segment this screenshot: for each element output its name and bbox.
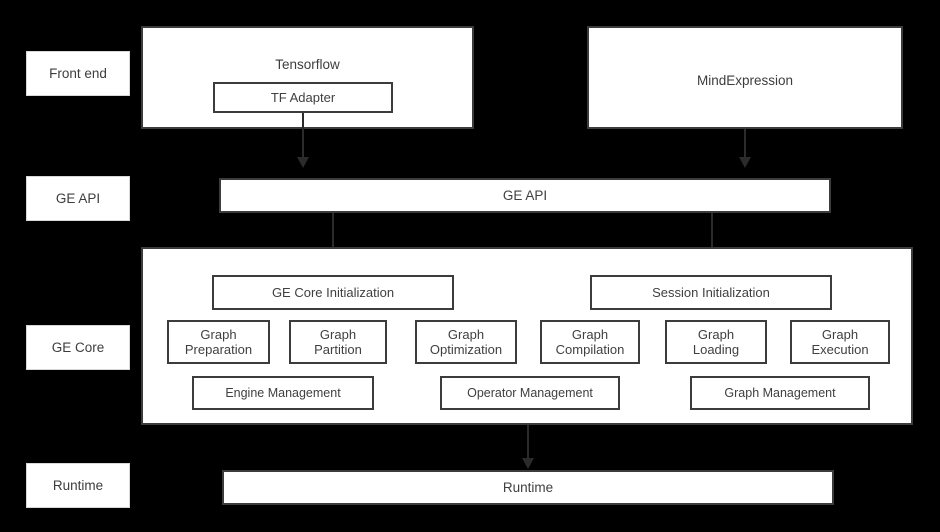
- module-graph-execution: Graph Execution: [790, 320, 890, 364]
- module-graph-loading-label: Graph Loading: [692, 326, 740, 357]
- module-graph-execution-label: Graph Execution: [811, 326, 869, 357]
- session-initialization-label: Session Initialization: [652, 284, 770, 300]
- manager-graph-management: Graph Management: [690, 376, 870, 410]
- ge-core-initialization-box: GE Core Initialization: [212, 275, 454, 310]
- connector-ge-core-to-runtime: [527, 425, 529, 460]
- stage-label-ge-api: GE API: [26, 176, 130, 221]
- connector-ge-api-to-ge-core-init: [332, 213, 334, 252]
- module-graph-preparation: Graph Preparation: [167, 320, 270, 364]
- module-graph-preparation-label: Graph Preparation: [184, 326, 253, 357]
- module-graph-optimization-label: Graph Optimization: [429, 326, 503, 357]
- module-graph-optimization: Graph Optimization: [415, 320, 517, 364]
- stage-label-front-end-text: Front end: [49, 65, 107, 81]
- manager-engine-management: Engine Management: [192, 376, 374, 410]
- runtime-bar-label: Runtime: [502, 479, 554, 495]
- stage-label-ge-core-text: GE Core: [51, 339, 105, 355]
- connector-mindexpression-to-ge-api: [744, 129, 746, 160]
- tf-adapter-label: TF Adapter: [270, 89, 336, 105]
- tensorflow-frame: Tensorflow: [141, 26, 474, 129]
- ge-api-bar: GE API: [219, 178, 831, 213]
- stage-label-front-end: Front end: [26, 51, 130, 96]
- connector-ge-api-to-session-init: [711, 213, 713, 252]
- mindexpression-title: MindExpression: [696, 73, 794, 88]
- manager-operator-management-label: Operator Management: [467, 385, 593, 400]
- arrowhead-tf-adapter-to-ge-api: [297, 157, 309, 168]
- module-graph-loading: Graph Loading: [665, 320, 767, 364]
- ge-core-initialization-label: GE Core Initialization: [271, 284, 395, 300]
- tensorflow-title: Tensorflow: [275, 57, 340, 72]
- ge-api-bar-label: GE API: [502, 187, 548, 203]
- arrowhead-ge-core-to-runtime: [522, 458, 534, 469]
- stage-label-ge-api-text: GE API: [55, 190, 101, 206]
- mindexpression-frame: MindExpression: [587, 26, 903, 129]
- manager-operator-management: Operator Management: [440, 376, 620, 410]
- session-initialization-box: Session Initialization: [590, 275, 832, 310]
- module-graph-partition: Graph Partition: [289, 320, 387, 364]
- stage-label-runtime: Runtime: [26, 463, 130, 508]
- manager-engine-management-label: Engine Management: [225, 385, 341, 400]
- manager-graph-management-label: Graph Management: [724, 385, 836, 400]
- module-graph-compilation-label: Graph Compilation: [555, 326, 625, 357]
- module-graph-compilation: Graph Compilation: [540, 320, 640, 364]
- arrowhead-mindexpression-to-ge-api: [739, 157, 751, 168]
- stage-label-ge-core: GE Core: [26, 325, 130, 370]
- stage-label-runtime-text: Runtime: [52, 477, 104, 493]
- tf-adapter-box: TF Adapter: [213, 82, 393, 113]
- module-graph-partition-label: Graph Partition: [314, 326, 362, 357]
- connector-tf-adapter-to-ge-api: [302, 113, 304, 160]
- runtime-bar: Runtime: [222, 470, 834, 505]
